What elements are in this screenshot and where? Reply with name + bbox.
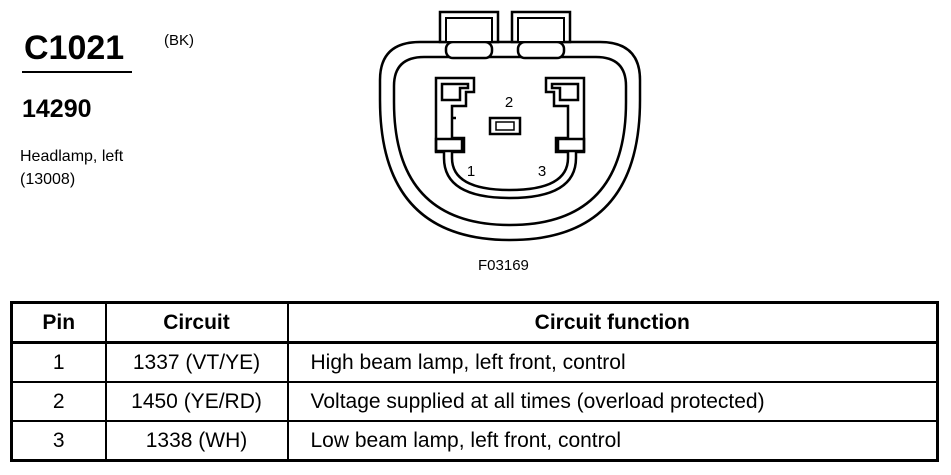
terminal-cavity	[434, 76, 586, 200]
pin-1-terminal	[434, 137, 464, 153]
terminal-upper-left	[440, 82, 470, 102]
table-row: 3 1338 (WH) Low beam lamp, left front, c…	[10, 420, 939, 462]
cell-circuit-function: Low beam lamp, left front, control	[286, 420, 939, 462]
cell-circuit: 1338 (WH)	[104, 420, 289, 462]
header-circuit: Circuit	[104, 301, 289, 344]
part-number: 14290	[22, 95, 92, 123]
connector-base-number: (13008)	[20, 171, 76, 188]
table-row: 1 1337 (VT/YE) High beam lamp, left fron…	[10, 341, 939, 383]
connector-face-diagram: 2 1 3	[378, 10, 642, 242]
connector-description: Headlamp, left	[20, 148, 124, 165]
locking-tab-right	[510, 10, 572, 60]
connector-id: C1021	[24, 29, 125, 67]
connector-color: (BK)	[164, 32, 194, 49]
table-header-row: Pin Circuit Circuit function	[10, 301, 939, 344]
cell-circuit: 1337 (VT/YE)	[104, 341, 289, 383]
table-row: 2 1450 (YE/RD) Voltage supplied at all t…	[10, 381, 939, 422]
cell-pin: 3	[10, 420, 107, 462]
cell-circuit-function: High beam lamp, left front, control	[286, 341, 939, 383]
connector-outer-housing	[378, 40, 642, 242]
cell-circuit: 1450 (YE/RD)	[104, 381, 289, 422]
locking-tab-left	[438, 10, 500, 60]
cell-circuit-function: Voltage supplied at all times (overload …	[286, 381, 939, 422]
pin-2-label: 2	[505, 94, 513, 111]
cell-pin: 1	[10, 341, 107, 383]
pin-3-terminal	[556, 137, 586, 153]
header-circuit-function: Circuit function	[286, 301, 939, 344]
pin-1-label: 1	[467, 163, 475, 180]
pin-3-label: 3	[538, 163, 546, 180]
pinout-table: Pin Circuit Circuit function 1 1337 (VT/…	[10, 301, 939, 462]
header-pin: Pin	[10, 301, 107, 344]
figure-id: F03169	[478, 257, 529, 274]
terminal-upper-right	[550, 82, 580, 102]
pin-2-terminal	[488, 116, 522, 136]
connector-inner-housing	[392, 55, 628, 227]
cell-pin: 2	[10, 381, 107, 422]
connector-id-underline	[22, 71, 132, 73]
